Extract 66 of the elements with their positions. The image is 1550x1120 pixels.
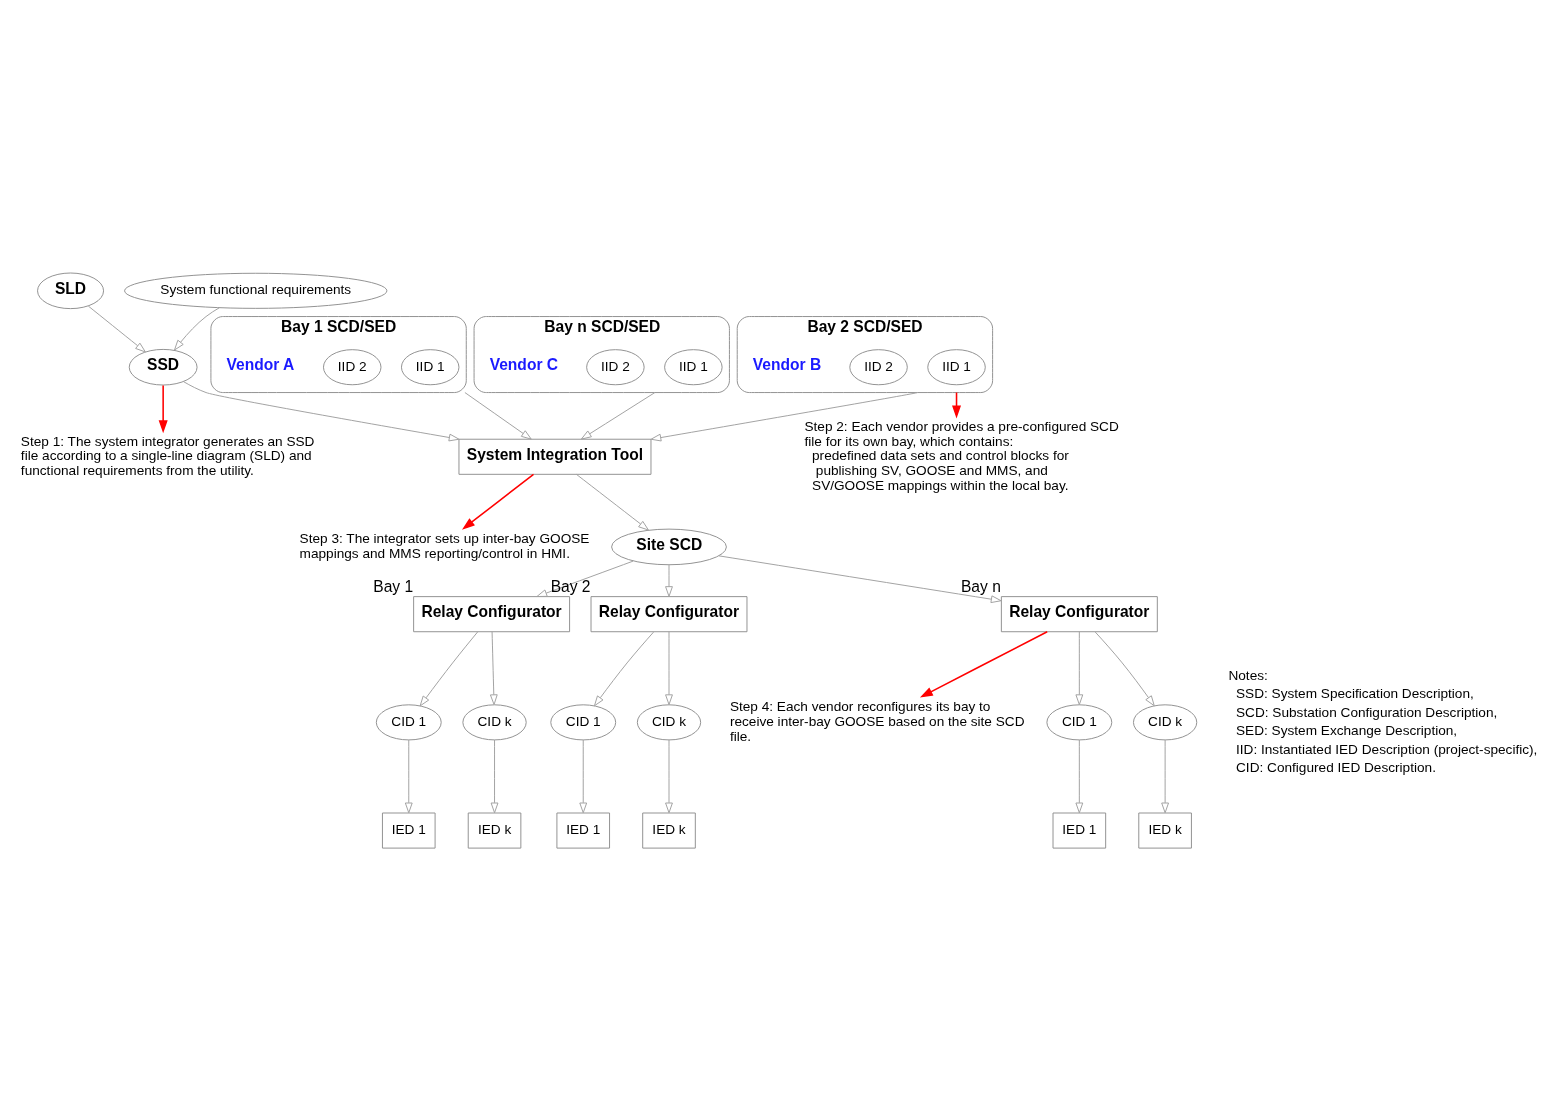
node-ellipse: CID k — [1132, 703, 1198, 740]
node-ellipse: CID 1 — [1046, 703, 1113, 740]
node-label: Vendor A — [226, 355, 295, 373]
arrow — [158, 384, 168, 433]
node-text: Step 2: Each vendor provides a pre-configured SCD file for its own bay, which contains: predefined data sets and control blocks for publishing SV, GOOSE and MMS, and SV/GOOSE mappings within the local bay. — [804, 418, 1119, 493]
node-ellipse: CID k — [636, 703, 702, 740]
node-box: IED 1 — [556, 812, 611, 849]
node-box: Relay Configurator — [413, 595, 571, 632]
arrow — [462, 473, 535, 530]
node-ellipse: IID 2 — [849, 348, 908, 385]
node-ellipse: IID 1 — [400, 348, 460, 385]
arrow — [87, 305, 146, 352]
arrow — [665, 564, 673, 597]
node-label: Bay 1 — [373, 577, 414, 595]
arrow — [182, 380, 460, 441]
arrow — [1075, 630, 1084, 705]
label: SSD: System Specification Description, — [1236, 685, 1474, 701]
label: CID: Configured IED Description. — [1236, 759, 1436, 775]
node-ellipse: SSD — [128, 348, 198, 385]
arrow — [665, 630, 673, 705]
label: SED: System Exchange Description, — [1236, 722, 1458, 738]
arrow — [575, 473, 649, 530]
node-ellipse: CID k — [462, 703, 527, 740]
node-label: Vendor B — [752, 355, 822, 373]
node-ellipse: SLD — [37, 272, 105, 309]
node-box: System Integration Tool — [458, 438, 652, 475]
node-ellipse: System functional requirements — [124, 272, 388, 309]
arrow — [579, 738, 588, 813]
node-text: Step 1: The system integrator generates an SSD file according to a single-line diagram (SLD) and functional requirements from the utility. — [20, 433, 315, 478]
label: IID: Instantiated IED Description (project-specific), — [1236, 741, 1538, 757]
arrow — [919, 630, 1048, 697]
arrow — [536, 560, 634, 597]
arrow — [665, 738, 673, 813]
arrow — [490, 738, 499, 813]
label: Notes: — [1228, 667, 1268, 683]
node-ellipse: Site SCD — [611, 528, 727, 565]
node-box: Relay Configurator — [1000, 595, 1158, 632]
node-label: Vendor C — [489, 355, 559, 373]
node-box: IED k — [467, 812, 522, 849]
arrow — [718, 554, 1002, 603]
node-text: Step 4: Each vendor reconfigures its bay to receive inter-bay GOOSE based on the site SCD file. — [729, 698, 1025, 744]
node-box: IED k — [642, 812, 696, 849]
arrow — [593, 631, 655, 706]
node-box: Relay Configurator — [590, 595, 748, 632]
node-ellipse: IID 2 — [586, 348, 645, 385]
node-label: Bay 2 — [550, 577, 591, 595]
node-box: IED 1 — [1052, 812, 1107, 849]
arrow — [1075, 738, 1084, 813]
arrow — [489, 630, 498, 705]
node-ellipse: IID 2 — [323, 348, 382, 385]
arrow — [419, 630, 479, 706]
node-ellipse: CID 1 — [375, 703, 442, 740]
arrow — [1094, 631, 1155, 706]
node-ellipse: IID 1 — [664, 348, 723, 385]
node-box: IED 1 — [381, 812, 436, 849]
node-box: IED k — [1138, 812, 1192, 849]
arrow — [404, 738, 413, 813]
arrow — [650, 391, 919, 441]
arrow — [464, 391, 532, 440]
node-text: Step 3: The integrator sets up inter-bay GOOSE mappings and MMS reporting/control in HMI. — [299, 530, 590, 561]
label: SCD: Substation Configuration Description, — [1236, 704, 1498, 720]
node-ellipse: IID 1 — [927, 348, 986, 385]
node-label: Bay n — [960, 577, 1001, 595]
arrow — [1161, 738, 1169, 813]
arrow — [580, 391, 656, 440]
node-ellipse: CID 1 — [550, 703, 617, 740]
